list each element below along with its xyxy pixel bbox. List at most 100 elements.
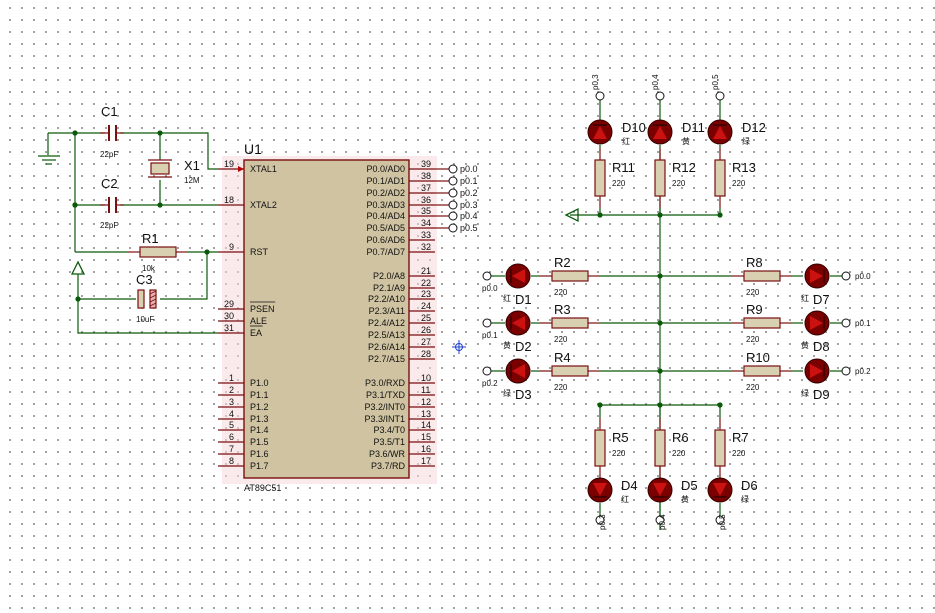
mcu-pin-label-22: P2.1/A9	[373, 283, 405, 293]
net-terminal[interactable]	[482, 366, 492, 376]
R13-resistor[interactable]	[714, 159, 726, 197]
mcu-pin-number-23: 23	[421, 289, 431, 299]
r1-resistor[interactable]	[139, 246, 177, 258]
D6-led-triangle	[713, 483, 727, 496]
R2-value-label: 220	[554, 288, 568, 297]
x1-value-label: 12M	[184, 176, 200, 185]
mcu-pin-number-38: 38	[421, 171, 431, 181]
mcu-pin-number-39: 39	[421, 159, 431, 169]
D4-ref-label: D4	[621, 478, 638, 493]
R4-ref-label: R4	[554, 350, 571, 365]
mcu-pin-number-21: 21	[421, 266, 431, 276]
mcu-pin-label-29: PSEN	[250, 304, 275, 314]
D10-ref-label: D10	[622, 120, 646, 135]
mcu-pin-label-18: XTAL2	[250, 200, 277, 210]
mcu-pin-number-12: 12	[421, 397, 431, 407]
R12-resistor[interactable]	[654, 159, 666, 197]
x1-ref-label: X1	[184, 158, 200, 173]
mcu-pin-label-6: P1.5	[250, 437, 269, 447]
R12-value-label: 220	[672, 179, 686, 188]
mcu-net-label-p0.5: p0.5	[460, 223, 478, 233]
mcu-pin-number-24: 24	[421, 301, 431, 311]
D2-color-label: 黄	[503, 340, 511, 350]
R7-resistor[interactable]	[714, 429, 726, 467]
net-label-p0.0: p0.0	[855, 272, 871, 281]
D2-ref-label: D2	[515, 339, 532, 354]
mcu-pin-label-37: P0.2/AD2	[366, 188, 405, 198]
mcu-pin-label-26: P2.5/A13	[368, 330, 405, 340]
R7-ref-label: R7	[732, 430, 749, 445]
R5-resistor[interactable]	[594, 429, 606, 467]
R10-resistor[interactable]	[743, 365, 781, 377]
D11-ref-label: D11	[682, 120, 705, 135]
c3-ref-label: C3	[136, 272, 153, 287]
mcu-pin-label-30: ALE	[250, 316, 267, 326]
net-terminal[interactable]	[595, 515, 605, 525]
junction-dot	[657, 212, 663, 218]
net-terminal[interactable]	[841, 318, 851, 328]
R11-resistor[interactable]	[594, 159, 606, 197]
net-terminal[interactable]	[841, 366, 851, 376]
c3-capacitor[interactable]	[137, 289, 145, 309]
net-label-p0.2: p0.2	[482, 379, 498, 388]
net-label-p0.4: p0.4	[658, 514, 667, 530]
mcu-pin-label-38: P0.1/AD1	[366, 176, 405, 186]
x1-crystal[interactable]	[150, 162, 170, 175]
mcu-pin-number-26: 26	[421, 325, 431, 335]
mcu-pin-number-13: 13	[421, 409, 431, 419]
wire	[160, 252, 208, 300]
net-terminal[interactable]	[655, 515, 665, 525]
D11-color-label: 黄	[682, 136, 690, 146]
D6-color-label: 绿	[741, 495, 749, 504]
net-terminal[interactable]	[448, 211, 458, 221]
net-terminal[interactable]	[448, 200, 458, 210]
net-terminal[interactable]	[448, 223, 458, 233]
c1-ref-label: C1	[101, 104, 118, 119]
D9-ref-label: D9	[813, 387, 830, 402]
mcu-pin-number-2: 2	[229, 385, 234, 395]
mcu-pin-number-17: 17	[421, 456, 431, 466]
net-label-p0.2: p0.2	[855, 367, 871, 376]
mcu-pin-label-3: P1.2	[250, 402, 269, 412]
mcu-pin-number-4: 4	[229, 409, 234, 419]
mcu-pin-number-36: 36	[421, 195, 431, 205]
junction-dot	[72, 202, 78, 208]
R12-ref-label: R12	[672, 160, 696, 175]
net-terminal[interactable]	[482, 318, 492, 328]
D10-led-triangle	[593, 126, 607, 139]
mcu-pin-number-16: 16	[421, 444, 431, 454]
mcu-pin-label-12: P3.2/INT0	[364, 402, 405, 412]
R6-resistor[interactable]	[654, 429, 666, 467]
mcu-net-label-p0.1: p0.1	[460, 176, 478, 186]
R9-resistor[interactable]	[743, 317, 781, 329]
net-terminal[interactable]	[448, 188, 458, 198]
net-terminal[interactable]	[715, 91, 725, 101]
net-terminal[interactable]	[482, 271, 492, 281]
D11-led-triangle	[653, 126, 667, 139]
net-terminal[interactable]	[655, 91, 665, 101]
mcu-pin-number-11: 11	[421, 385, 430, 395]
R8-ref-label: R8	[746, 255, 763, 270]
R4-resistor[interactable]	[551, 365, 589, 377]
mcu-pin-label-2: P1.1	[250, 390, 269, 400]
mcu-pin-number-34: 34	[421, 218, 431, 228]
net-terminal[interactable]	[448, 176, 458, 186]
mcu-u1-body[interactable]	[243, 159, 410, 479]
net-label-p0.1: p0.1	[482, 331, 498, 340]
R8-resistor[interactable]	[743, 270, 781, 282]
mcu-pin-number-7: 7	[229, 444, 234, 454]
net-terminal[interactable]	[841, 271, 851, 281]
net-terminal[interactable]	[715, 515, 725, 525]
mcu-pin-number-22: 22	[421, 278, 431, 288]
R3-resistor[interactable]	[551, 317, 589, 329]
R2-resistor[interactable]	[551, 270, 589, 282]
power-arrow-icon	[564, 207, 579, 223]
mcu-pin-label-31: EA	[250, 328, 262, 338]
wire	[77, 280, 136, 300]
clock-arrow-icon	[238, 166, 244, 172]
mcu-pin-label-27: P2.6/A14	[368, 342, 405, 352]
net-terminal[interactable]	[448, 164, 458, 174]
net-terminal[interactable]	[595, 91, 605, 101]
mcu-pin-label-8: P1.7	[250, 461, 269, 471]
